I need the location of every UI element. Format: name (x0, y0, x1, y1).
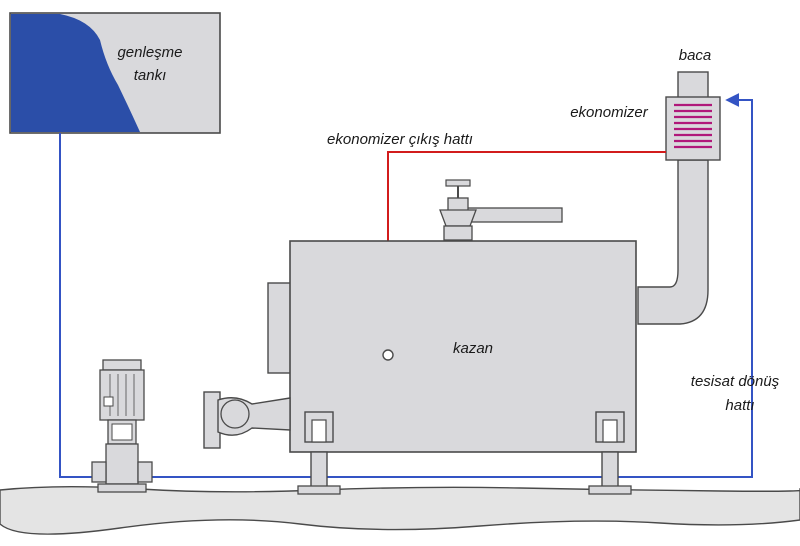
return-line-label-line1: tesisat dönüş (691, 373, 780, 390)
burner-icon (203, 391, 291, 449)
boiler-label: kazan (453, 340, 493, 357)
economizer-coil (674, 103, 712, 149)
boiler (267, 240, 637, 453)
boiler-leg-left (297, 411, 341, 495)
boiler-inlet-point (382, 349, 394, 361)
expansion-tank-label-line2: tankı (134, 67, 167, 84)
pump-motor-icon (91, 359, 153, 493)
ground (0, 486, 800, 535)
economizer-label: ekonomizer (570, 104, 649, 121)
expansion-tank-label-line1: genleşme (117, 44, 182, 61)
return-line (59, 93, 753, 478)
boiler-leg-right (588, 411, 632, 495)
expansion-tank (9, 12, 221, 134)
valve-icon (439, 179, 563, 241)
tank-water (11, 14, 140, 132)
return-line-label-line2: hattı (725, 397, 754, 414)
chimney (637, 71, 709, 325)
economizer (665, 96, 721, 161)
chimney-label: baca (679, 47, 712, 64)
economizer-outlet-label: ekonomizer çıkış hattı (327, 131, 473, 148)
